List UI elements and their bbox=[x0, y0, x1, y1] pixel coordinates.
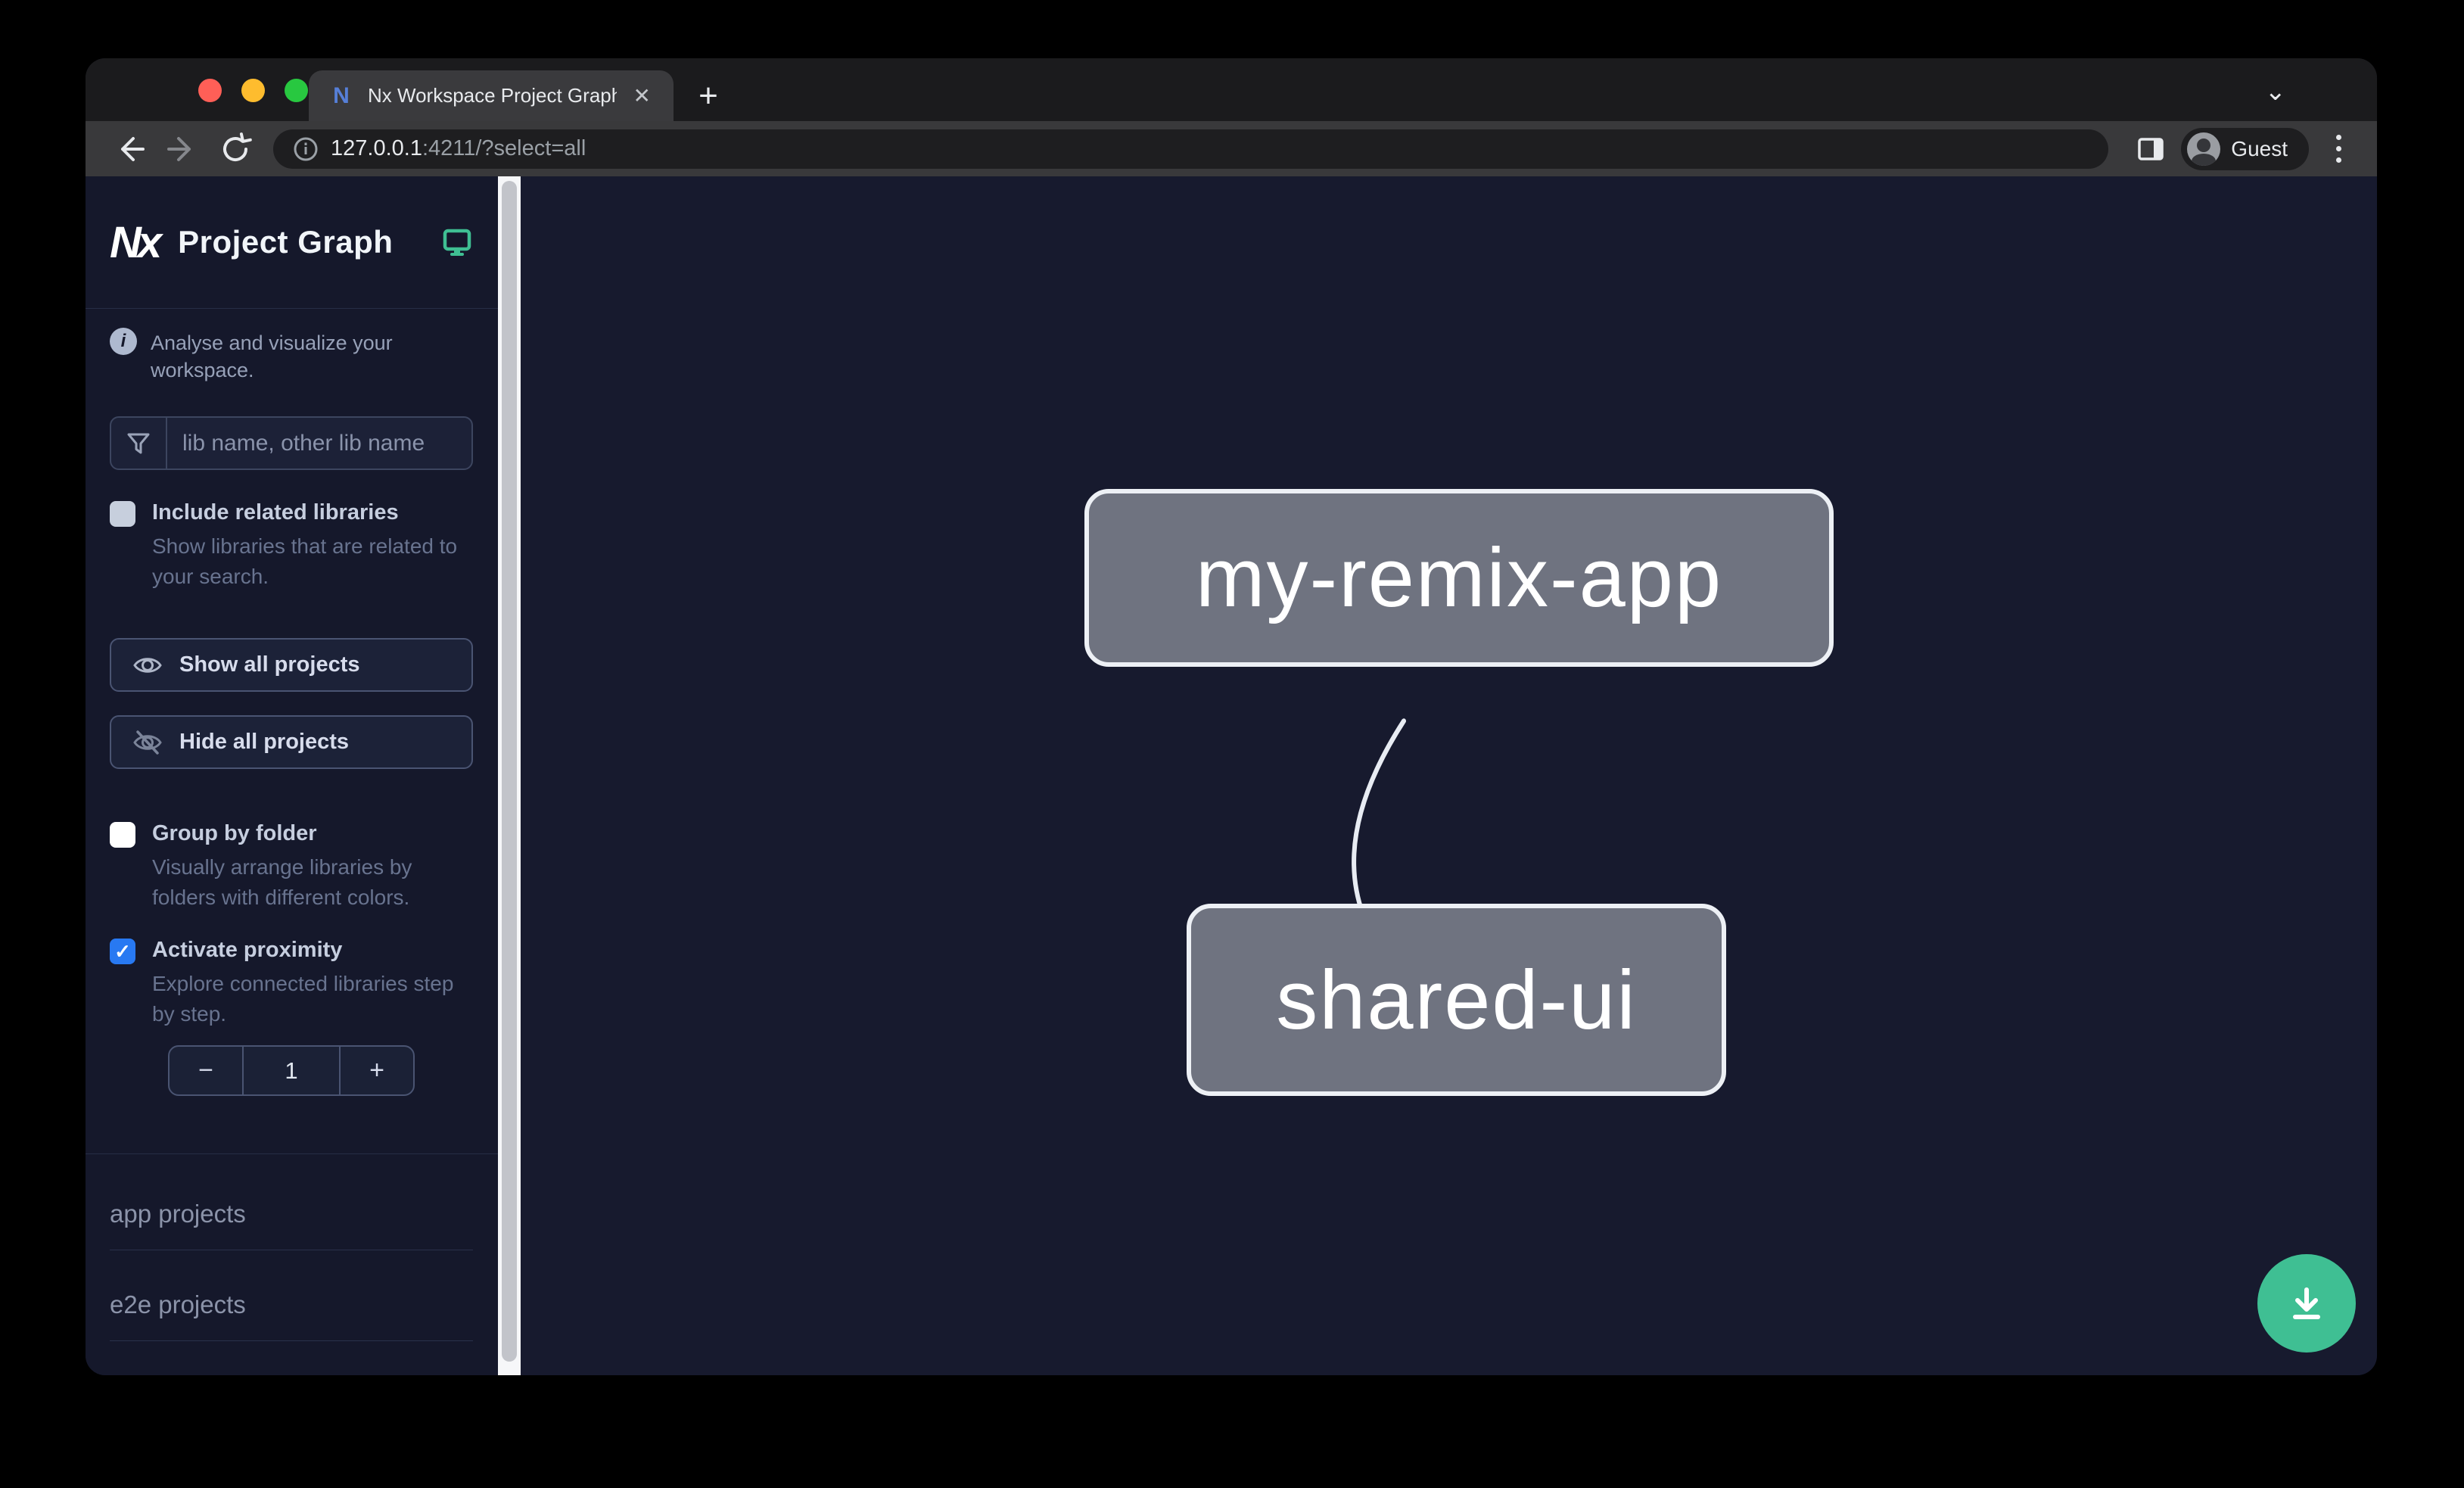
section-app-projects[interactable]: app projects bbox=[110, 1200, 473, 1250]
sidebar: Nx Project Graph i Analyse and visualize… bbox=[86, 176, 498, 1375]
browser-tab-strip: N Nx Workspace Project Graph ✕ + ⌄ bbox=[86, 58, 2377, 121]
tab-search-chevron-icon[interactable]: ⌄ bbox=[2264, 77, 2287, 106]
stepper-decrement-button[interactable]: − bbox=[198, 1056, 213, 1085]
tagline-row: i Analyse and visualize your workspace. bbox=[110, 328, 473, 384]
toggle-description: Show libraries that are related to your … bbox=[152, 534, 458, 588]
stepper-value: 1 bbox=[242, 1047, 341, 1094]
zoom-window-button[interactable] bbox=[285, 79, 308, 102]
eye-off-icon bbox=[133, 730, 162, 755]
graph-canvas[interactable]: my-remix-app shared-ui bbox=[521, 176, 2377, 1375]
scrollbar-thumb[interactable] bbox=[502, 181, 517, 1362]
toggle-label: Activate proximity bbox=[152, 938, 343, 962]
filter-input-group bbox=[110, 416, 473, 470]
close-tab-icon[interactable]: ✕ bbox=[633, 84, 651, 107]
button-label: Show all projects bbox=[179, 652, 360, 677]
nx-logo: Nx bbox=[110, 217, 162, 267]
filter-icon bbox=[111, 418, 167, 469]
close-window-button[interactable] bbox=[198, 79, 222, 102]
new-tab-button[interactable]: + bbox=[698, 77, 718, 114]
minimize-window-button[interactable] bbox=[241, 79, 265, 102]
macos-traffic-lights bbox=[198, 79, 308, 102]
checkbox-unchecked-icon[interactable] bbox=[110, 822, 135, 848]
button-label: Hide all projects bbox=[179, 730, 350, 754]
sidebar-scrollbar[interactable] bbox=[498, 176, 521, 1375]
reload-button[interactable] bbox=[213, 126, 258, 172]
sidebar-header: Nx Project Graph bbox=[86, 176, 498, 309]
toggle-activate-proximity[interactable]: ✓ Activate proximity Explore connected l… bbox=[110, 937, 473, 1029]
url-text[interactable]: 127.0.0.1:4211/?select=all bbox=[331, 136, 586, 161]
node-label: my-remix-app bbox=[1195, 531, 1723, 624]
side-panel-button[interactable] bbox=[2128, 126, 2173, 172]
url-path: :4211/?select=all bbox=[422, 136, 586, 160]
toggle-description: Visually arrange libraries by folders wi… bbox=[152, 855, 412, 909]
graph-node-shared-ui[interactable]: shared-ui bbox=[1187, 904, 1726, 1096]
sidebar-divider bbox=[86, 1153, 498, 1154]
download-graph-button[interactable] bbox=[2257, 1254, 2356, 1353]
eye-icon bbox=[133, 657, 162, 673]
toggle-group-by-folder[interactable]: Group by folder Visually arrange librari… bbox=[110, 820, 473, 913]
page-title: Project Graph bbox=[178, 224, 394, 260]
profile-label: Guest bbox=[2231, 136, 2288, 160]
browser-toolbar: 127.0.0.1:4211/?select=all Guest bbox=[86, 121, 2377, 176]
show-all-projects-button[interactable]: Show all projects bbox=[110, 638, 473, 692]
filter-input[interactable] bbox=[167, 430, 471, 456]
proximity-stepper: − 1 + bbox=[168, 1045, 415, 1096]
toggle-description: Explore connected libraries step by step… bbox=[152, 972, 454, 1026]
browser-menu-button[interactable] bbox=[2321, 135, 2356, 163]
monitor-icon[interactable] bbox=[440, 226, 474, 259]
site-info-icon[interactable] bbox=[293, 136, 319, 162]
download-icon bbox=[2293, 1287, 2320, 1319]
url-bar[interactable]: 127.0.0.1:4211/?select=all bbox=[273, 129, 2109, 169]
hide-all-projects-button[interactable]: Hide all projects bbox=[110, 715, 473, 769]
nx-favicon-icon: N bbox=[333, 82, 350, 108]
stepper-increment-button[interactable]: + bbox=[369, 1056, 384, 1085]
toggle-include-related[interactable]: Include related libraries Show libraries… bbox=[110, 500, 473, 592]
node-label: shared-ui bbox=[1276, 953, 1637, 1047]
checkbox-unchecked-icon[interactable] bbox=[110, 501, 135, 527]
back-button[interactable] bbox=[107, 126, 152, 172]
dependency-edge bbox=[1352, 718, 1406, 970]
info-icon: i bbox=[110, 328, 137, 355]
avatar bbox=[2187, 132, 2221, 166]
checkbox-checked-icon[interactable]: ✓ bbox=[110, 939, 135, 964]
graph-node-my-remix-app[interactable]: my-remix-app bbox=[1084, 489, 1834, 667]
browser-window: N Nx Workspace Project Graph ✕ + ⌄ 127.0… bbox=[86, 58, 2377, 1375]
browser-tab[interactable]: N Nx Workspace Project Graph ✕ bbox=[309, 70, 674, 121]
toggle-label: Include related libraries bbox=[152, 500, 399, 525]
tagline-text: Analyse and visualize your workspace. bbox=[151, 332, 393, 381]
section-e2e-projects[interactable]: e2e projects bbox=[110, 1290, 473, 1341]
toggle-label: Group by folder bbox=[152, 821, 317, 845]
app-content: Nx Project Graph i Analyse and visualize… bbox=[86, 176, 2377, 1375]
url-host: 127.0.0.1 bbox=[331, 136, 422, 160]
profile-button[interactable]: Guest bbox=[2181, 127, 2309, 170]
forward-button[interactable] bbox=[160, 126, 205, 172]
tab-title: Nx Workspace Project Graph bbox=[368, 84, 617, 107]
